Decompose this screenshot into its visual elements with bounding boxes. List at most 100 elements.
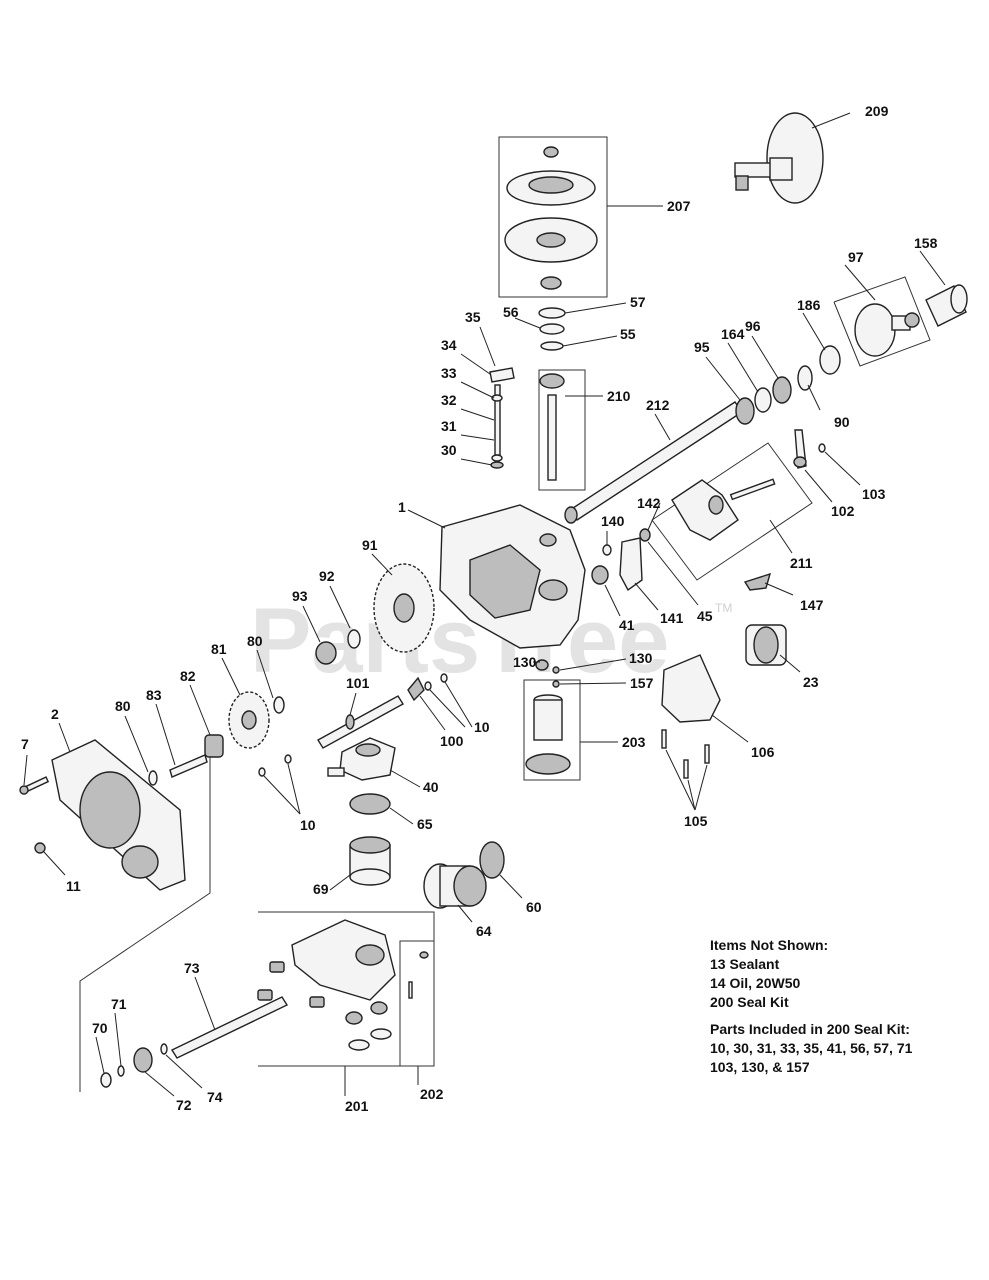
part-186-seal bbox=[819, 345, 841, 375]
part-140-washer bbox=[602, 544, 612, 556]
part-203-filter bbox=[525, 694, 571, 775]
seal-kit-heading: Parts Included in 200 Seal Kit: bbox=[710, 1021, 910, 1037]
part-label-32: 32 bbox=[441, 392, 457, 408]
part-71-ring bbox=[117, 1065, 125, 1077]
part-label-45: 45 bbox=[697, 608, 713, 624]
box-201 bbox=[258, 911, 435, 1067]
part-130-plug-b bbox=[552, 666, 560, 674]
part-label-186: 186 bbox=[797, 297, 821, 313]
part-102-hub bbox=[793, 456, 807, 468]
part-label-30: 30 bbox=[441, 442, 457, 458]
part-141-arm bbox=[619, 537, 643, 592]
part-label-71: 71 bbox=[111, 996, 127, 1012]
part-label-106: 106 bbox=[751, 744, 775, 760]
part-label-201: 201 bbox=[345, 1098, 369, 1114]
part-70-washer bbox=[100, 1072, 112, 1088]
part-101-shaft bbox=[317, 695, 404, 749]
part-label-209: 209 bbox=[865, 103, 889, 119]
part-202-check-valve bbox=[419, 951, 429, 959]
part-label-203: 203 bbox=[622, 734, 646, 750]
part-label-202: 202 bbox=[420, 1086, 444, 1102]
part-label-210: 210 bbox=[607, 388, 631, 404]
part-label-64: 64 bbox=[476, 923, 492, 939]
part-label-103: 103 bbox=[862, 486, 886, 502]
part-label-73: 73 bbox=[184, 960, 200, 976]
part-label-164: 164 bbox=[721, 326, 745, 342]
watermark-trademark: TM bbox=[715, 601, 732, 615]
part-label-100: 100 bbox=[440, 733, 464, 749]
part-82-pinion bbox=[204, 734, 224, 758]
part-209-axle-hub bbox=[734, 112, 824, 204]
seal-kit-line: 103, 130, & 157 bbox=[710, 1059, 810, 1075]
part-label-158: 158 bbox=[914, 235, 938, 251]
part-label-105: 105 bbox=[684, 813, 708, 829]
part-label-10a: 10 bbox=[474, 719, 490, 735]
part-105-bolt-c bbox=[704, 744, 710, 764]
part-72-bearing bbox=[133, 1047, 153, 1073]
part-202-pin bbox=[408, 981, 413, 999]
part-74-washer bbox=[160, 1043, 168, 1055]
part-label-60: 60 bbox=[526, 899, 542, 915]
part-158-bushing bbox=[925, 284, 968, 327]
part-label-80a: 80 bbox=[247, 633, 263, 649]
part-65-seal bbox=[349, 793, 391, 815]
part-10-ring-a bbox=[424, 681, 432, 691]
part-label-207: 207 bbox=[667, 198, 691, 214]
seal-kit-line: 10, 30, 31, 33, 35, 41, 56, 57, 71 bbox=[710, 1040, 913, 1056]
part-97-hub bbox=[854, 303, 920, 357]
part-7-bolt bbox=[19, 776, 50, 795]
part-80-washer bbox=[273, 696, 285, 714]
part-210-input-shaft bbox=[539, 373, 565, 481]
part-label-130b: 130 bbox=[629, 650, 653, 666]
box-2 bbox=[79, 756, 211, 1092]
part-label-101: 101 bbox=[346, 675, 370, 691]
part-label-102: 102 bbox=[831, 503, 855, 519]
part-57-washer bbox=[538, 307, 566, 319]
part-label-92: 92 bbox=[319, 568, 335, 584]
part-73-pump-shaft bbox=[170, 996, 289, 1059]
part-label-35: 35 bbox=[465, 309, 481, 325]
part-label-80b: 80 bbox=[115, 698, 131, 714]
part-label-157: 157 bbox=[630, 675, 654, 691]
part-56-washer bbox=[539, 323, 565, 335]
part-label-95: 95 bbox=[694, 339, 710, 355]
part-label-142: 142 bbox=[637, 495, 661, 511]
part-label-141: 141 bbox=[660, 610, 684, 626]
part-label-1: 1 bbox=[398, 499, 406, 515]
parts-artwork bbox=[19, 112, 968, 1088]
part-211-bracket bbox=[671, 478, 776, 541]
part-83-shaft bbox=[169, 754, 208, 778]
part-label-90: 90 bbox=[834, 414, 850, 430]
part-30-35-pins bbox=[489, 367, 515, 469]
part-103-clip bbox=[818, 443, 826, 453]
part-60-bearing bbox=[479, 841, 505, 879]
part-41-seal bbox=[591, 565, 609, 585]
part-10-ring-d bbox=[284, 754, 292, 764]
part-23-oil-filter bbox=[745, 624, 787, 666]
part-80-washer-2 bbox=[148, 770, 158, 786]
not-shown-item: 14 Oil, 20W50 bbox=[710, 975, 801, 991]
part-label-69: 69 bbox=[313, 881, 329, 897]
part-label-41: 41 bbox=[619, 617, 635, 633]
part-label-147: 147 bbox=[800, 597, 824, 613]
part-10-ring-c bbox=[258, 767, 266, 777]
box-207 bbox=[498, 136, 608, 298]
part-label-31: 31 bbox=[441, 418, 457, 434]
part-93-bearing bbox=[315, 641, 337, 665]
part-96-bearing bbox=[772, 376, 792, 404]
part-147-spring bbox=[743, 572, 772, 591]
part-106-cover bbox=[661, 654, 721, 723]
part-label-57: 57 bbox=[630, 294, 646, 310]
part-40-block bbox=[327, 737, 396, 781]
part-label-23: 23 bbox=[803, 674, 819, 690]
part-201-center-section bbox=[257, 919, 396, 1051]
part-91-gear bbox=[373, 563, 435, 653]
part-105-bolt-b bbox=[683, 759, 689, 779]
part-label-82: 82 bbox=[180, 668, 196, 684]
part-81-gear bbox=[228, 691, 270, 749]
part-100-clip bbox=[407, 676, 425, 702]
part-label-34: 34 bbox=[441, 337, 457, 353]
part-label-72: 72 bbox=[176, 1097, 192, 1113]
part-label-56: 56 bbox=[503, 304, 519, 320]
